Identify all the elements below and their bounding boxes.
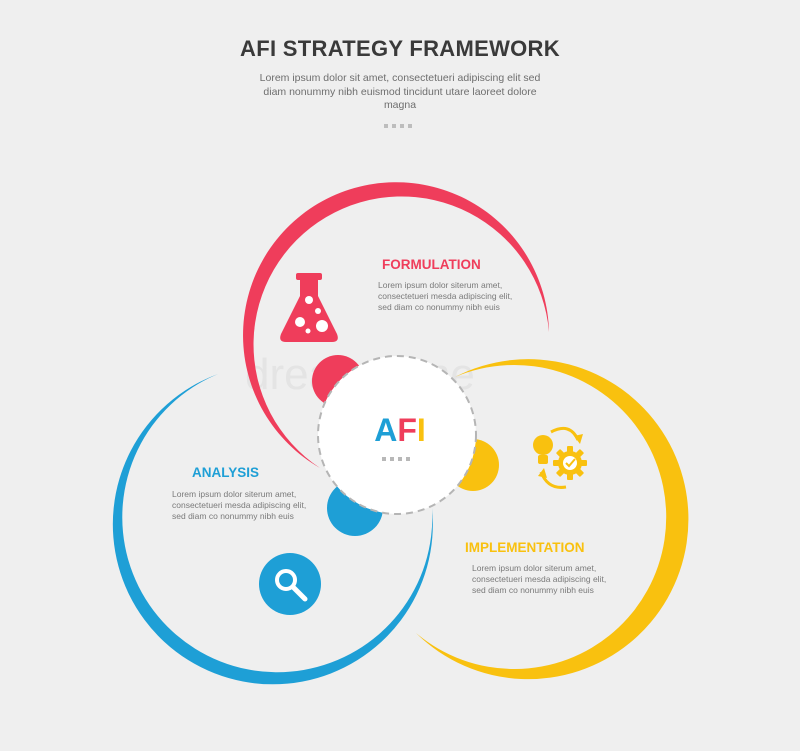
center-letter-i: I	[416, 412, 426, 448]
analysis-title: ANALYSIS	[192, 465, 260, 480]
center-letter-a: A	[374, 412, 398, 448]
magnifier-icon	[259, 553, 321, 615]
header-dots-decoration	[384, 124, 412, 128]
formulation-text: Lorem ipsum dolor siterum amet, consecte…	[378, 280, 513, 312]
idea-gear-cycle-icon	[533, 426, 587, 489]
flask-icon	[280, 273, 338, 342]
center-letter-f: F	[397, 412, 417, 448]
formulation-title: FORMULATION	[382, 257, 481, 272]
center-acronym: AFI	[350, 412, 450, 449]
center-dots-decoration	[382, 457, 410, 461]
analysis-text: Lorem ipsum dolor siterum amet, consecte…	[172, 489, 307, 521]
implementation-text: Lorem ipsum dolor siterum amet, consecte…	[472, 563, 607, 595]
center-circle	[317, 355, 477, 515]
page-subtitle: Lorem ipsum dolor sit amet, consectetuer…	[259, 72, 541, 111]
page-title: AFI STRATEGY FRAMEWORK	[240, 36, 560, 61]
implementation-title: IMPLEMENTATION	[465, 540, 585, 555]
